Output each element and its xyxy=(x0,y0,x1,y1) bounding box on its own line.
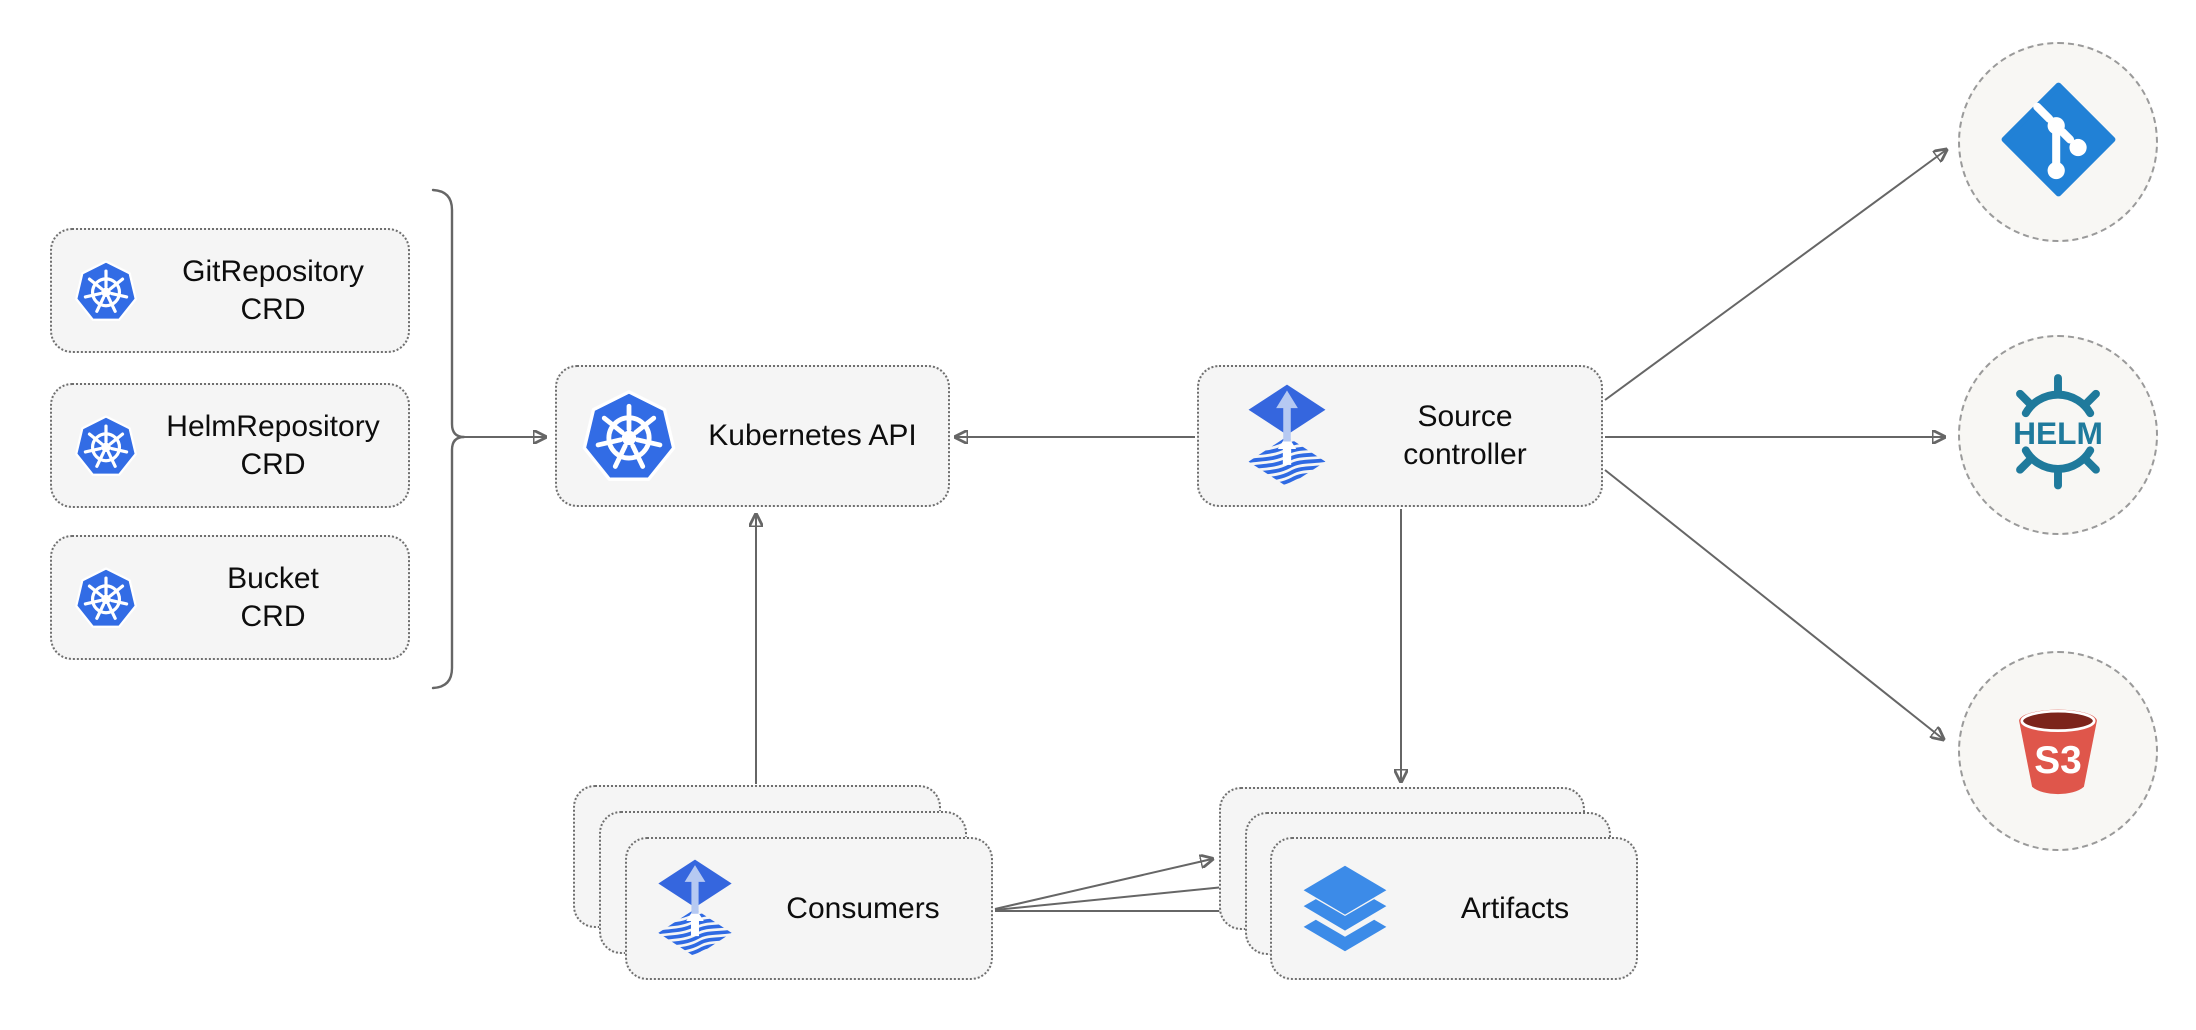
layers-icon xyxy=(1296,862,1394,956)
endpoint-helm: HELM xyxy=(1958,335,2158,535)
kubernetes-icon xyxy=(581,388,677,484)
edge-consumers-to-artifacts-2 xyxy=(994,886,1234,911)
kubernetes-icon xyxy=(74,414,138,478)
git-icon xyxy=(2001,82,2116,202)
node-artifacts: Artifacts xyxy=(1270,837,1638,980)
endpoint-git xyxy=(1958,42,2158,242)
kubernetes-icon xyxy=(74,259,138,323)
node-label: Kubernetes API xyxy=(708,419,917,452)
node-consumers: Consumers xyxy=(625,837,993,980)
s3-bucket-icon: S3 xyxy=(2004,695,2112,808)
endpoint-s3: S3 xyxy=(1958,651,2158,851)
node-label: Consumers xyxy=(786,891,940,925)
flux-icon xyxy=(655,858,735,960)
svg-text:HELM: HELM xyxy=(2013,414,2103,450)
edge-source-controller-to-git xyxy=(1604,150,1946,401)
edge-consumers-to-artifacts-1 xyxy=(994,859,1212,910)
helm-icon: HELM xyxy=(1997,372,2119,499)
edge-source-controller-to-s3 xyxy=(1604,469,1943,739)
node-kubernetes-api: Kubernetes API xyxy=(555,365,950,507)
crd-group-bracket xyxy=(431,188,466,690)
svg-text:S3: S3 xyxy=(2034,738,2082,781)
flux-icon xyxy=(1245,383,1329,490)
kubernetes-icon xyxy=(74,566,138,630)
node-label: Artifacts xyxy=(1460,891,1570,925)
